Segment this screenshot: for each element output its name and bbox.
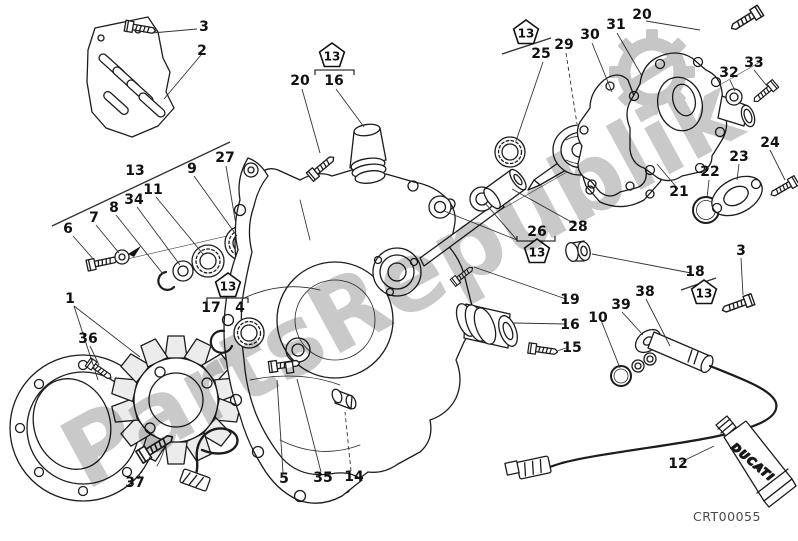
part-callout-23: 23 (729, 149, 748, 165)
part-callout-35: 35 (313, 470, 332, 486)
part-callout-38: 38 (635, 284, 654, 300)
kit-pentagon-label: 13 (324, 50, 341, 64)
hose-fitting-right-16 (455, 303, 518, 349)
part-callout-37: 37 (125, 475, 144, 491)
alternator-cover-plate (86, 16, 175, 138)
part-callout-5: 5 (279, 471, 289, 487)
gear-icon (609, 29, 695, 115)
part-callout-8: 8 (109, 200, 119, 216)
mechanical-seal-28 (483, 168, 527, 210)
figure-code: CRT00055 (693, 509, 761, 524)
sensor-washers (631, 352, 657, 373)
part-callout-3: 3 (199, 19, 209, 35)
washer-34 (172, 260, 194, 282)
ducati-tube-12: DUCATI (715, 415, 797, 508)
direction-arrow-icon (128, 246, 141, 257)
kit-pentagon-icon (523, 238, 551, 264)
circlip-17 (209, 329, 234, 354)
hose-fitting-top-16 (349, 123, 387, 184)
part-callout-6: 6 (63, 221, 73, 237)
part-callout-9: 9 (187, 161, 197, 177)
part-callout-7: 7 (89, 210, 99, 226)
stud-5 (267, 356, 302, 375)
kit-pentagon-icon (512, 19, 540, 45)
part-callout-18: 18 (685, 264, 704, 280)
part-callout-21: 21 (669, 184, 688, 200)
kit-pentagon-icon (214, 272, 242, 298)
part-callout-26: 26 (527, 224, 546, 240)
part-callout-11: 11 (143, 182, 162, 198)
part-callout-19: 19 (560, 292, 579, 308)
part-callout-27: 27 (215, 150, 234, 166)
bearing-11 (191, 244, 225, 278)
part-callout-14: 14 (344, 469, 364, 485)
part-callout-20: 20 (290, 73, 310, 89)
washer-7 (114, 249, 130, 265)
part-callout-28: 28 (568, 219, 587, 235)
part-callout-22: 22 (700, 164, 719, 180)
leader-lines (51, 20, 786, 480)
part-callout-32: 32 (719, 65, 738, 81)
stator (110, 335, 242, 465)
bush-18 (565, 240, 591, 263)
part-callout-36: 36 (78, 331, 97, 347)
part-callout-16: 16 (560, 317, 579, 333)
part-callout-31: 31 (606, 17, 625, 33)
kit-pentagon-label: 13 (696, 287, 713, 301)
kit-pentagon-label: 13 (220, 280, 237, 294)
kit-pentagon-icon (690, 279, 718, 305)
stator-connector (179, 468, 211, 492)
part-callout-39: 39 (611, 297, 630, 313)
part-callout-33: 33 (744, 55, 763, 71)
part-callout-12: 12 (668, 456, 687, 472)
generator-cover (226, 168, 473, 497)
stator-cable (179, 427, 239, 492)
part-callout-34: 34 (124, 192, 144, 208)
part-callout-29: 29 (554, 37, 573, 53)
bearing-25 (494, 136, 526, 168)
part-callout-1: 1 (65, 291, 75, 307)
cover-gasket-27 (221, 157, 363, 504)
screw-24 (767, 175, 798, 201)
part-callout-4: 4 (235, 300, 245, 316)
part-callout-15: 15 (562, 340, 581, 356)
part-callout-25: 25 (531, 46, 550, 62)
part-callout-13: 13 (125, 163, 144, 179)
kit-markers: 13 13 13 13 13 (206, 19, 718, 305)
part-callout-30: 30 (580, 27, 600, 43)
part-callout-20: 20 (632, 7, 652, 23)
oring-10 (610, 365, 632, 387)
kit-pentagon-icon (318, 42, 346, 68)
part-callout-17: 17 (201, 300, 220, 316)
sensor-connector (504, 455, 552, 480)
part-callout-16: 16 (324, 73, 343, 89)
kit-marker-bracket (314, 69, 355, 75)
seal-ring-26a (428, 195, 452, 219)
part-callout-24: 24 (760, 135, 780, 151)
kit-marker-line (501, 37, 552, 55)
bearing-4 (233, 317, 265, 349)
pump-outlet-pipe (717, 95, 756, 128)
sensor-cable (504, 364, 778, 480)
kit-marker-bracket (206, 297, 249, 303)
kit-pentagon-label: 13 (529, 246, 546, 260)
sensor-38 (647, 331, 714, 374)
pump-shaft (419, 199, 505, 267)
circlip-8 (157, 270, 176, 291)
union-flange-23 (711, 175, 763, 217)
nut-35 (284, 360, 295, 375)
screw-15 (527, 342, 559, 358)
bolt-20-top (727, 4, 765, 35)
cover-bearing-boss (372, 247, 422, 297)
part-callout-3: 3 (736, 243, 746, 259)
bolt-3-right (719, 293, 756, 317)
part-callout-2: 2 (197, 43, 207, 59)
part-callout-10: 10 (588, 310, 608, 326)
kit-pentagon-label: 13 (518, 27, 535, 41)
spacer-14 (331, 388, 357, 410)
